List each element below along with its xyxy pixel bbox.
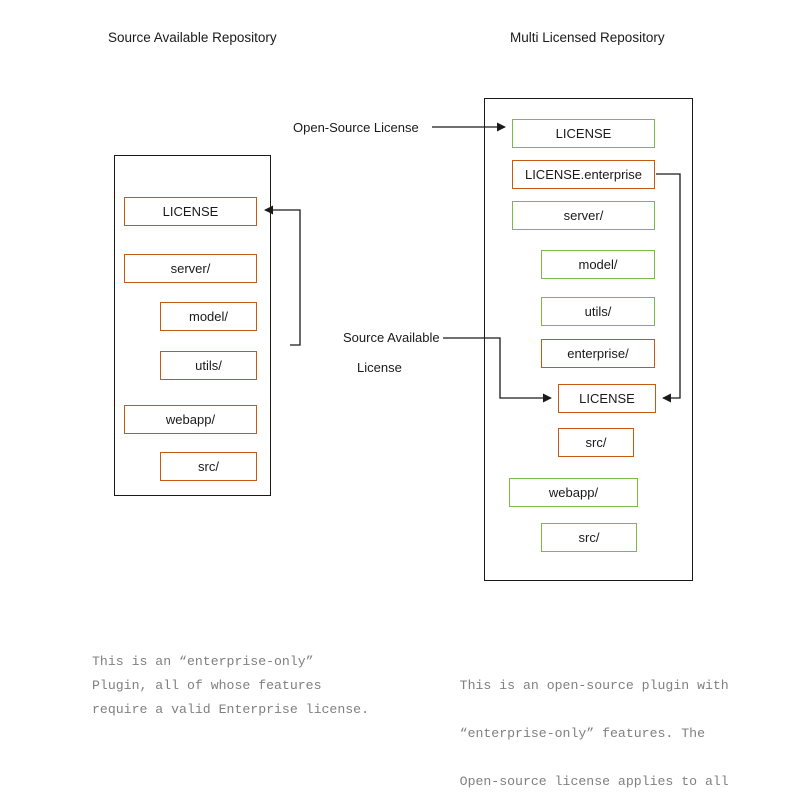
- left-node-server[interactable]: server/: [124, 254, 257, 283]
- left-node-src[interactable]: src/: [160, 452, 257, 481]
- node-label: LICENSE: [162, 204, 219, 219]
- node-label: enterprise/: [567, 346, 629, 361]
- node-label: LICENSE: [555, 126, 612, 141]
- left-node-license[interactable]: LICENSE: [124, 197, 257, 226]
- node-label: model/: [188, 309, 229, 324]
- node-label: src/: [198, 459, 219, 474]
- right-caption-line-1: This is an open-source plugin with: [459, 678, 729, 693]
- right-node-enterprise-license[interactable]: LICENSE: [558, 384, 656, 413]
- right-node-license-enterprise[interactable]: LICENSE.enterprise: [512, 160, 655, 189]
- right-node-model[interactable]: model/: [541, 250, 655, 279]
- right-repository-title: Multi Licensed Repository: [510, 30, 665, 45]
- right-caption-line-3: Open-source license applies to all: [459, 774, 729, 789]
- right-node-webapp[interactable]: webapp/: [509, 478, 638, 507]
- node-label: utils/: [195, 358, 222, 373]
- node-label: server/: [563, 208, 604, 223]
- right-node-utils[interactable]: utils/: [541, 297, 655, 326]
- node-label: webapp/: [165, 412, 216, 427]
- right-node-enterprise[interactable]: enterprise/: [541, 339, 655, 368]
- node-label: model/: [578, 257, 618, 272]
- left-caption: This is an “enterprise-only” Plugin, all…: [92, 654, 369, 717]
- left-node-utils[interactable]: utils/: [160, 351, 257, 380]
- node-label: server/: [170, 261, 211, 276]
- right-node-enterprise-src[interactable]: src/: [558, 428, 634, 457]
- left-repository-title: Source Available Repository: [108, 30, 277, 45]
- left-node-webapp[interactable]: webapp/: [124, 405, 257, 434]
- left-node-model[interactable]: model/: [160, 302, 257, 331]
- node-label: LICENSE: [579, 391, 635, 406]
- node-label: utils/: [584, 304, 612, 319]
- right-caption: This is an open-source plugin with “ente…: [428, 650, 729, 801]
- node-label: src/: [578, 530, 600, 545]
- right-node-webapp-src[interactable]: src/: [541, 523, 637, 552]
- open-source-license-label: Open-Source License: [293, 120, 419, 135]
- node-label: src/: [585, 435, 607, 450]
- right-caption-line-2: “enterprise-only” features. The: [459, 726, 705, 741]
- source-available-label-line1: Source Available: [343, 330, 440, 345]
- source-available-label-line2: License: [357, 360, 402, 375]
- node-label: LICENSE.enterprise: [524, 167, 643, 182]
- right-node-server[interactable]: server/: [512, 201, 655, 230]
- node-label: webapp/: [548, 485, 599, 500]
- right-node-license[interactable]: LICENSE: [512, 119, 655, 148]
